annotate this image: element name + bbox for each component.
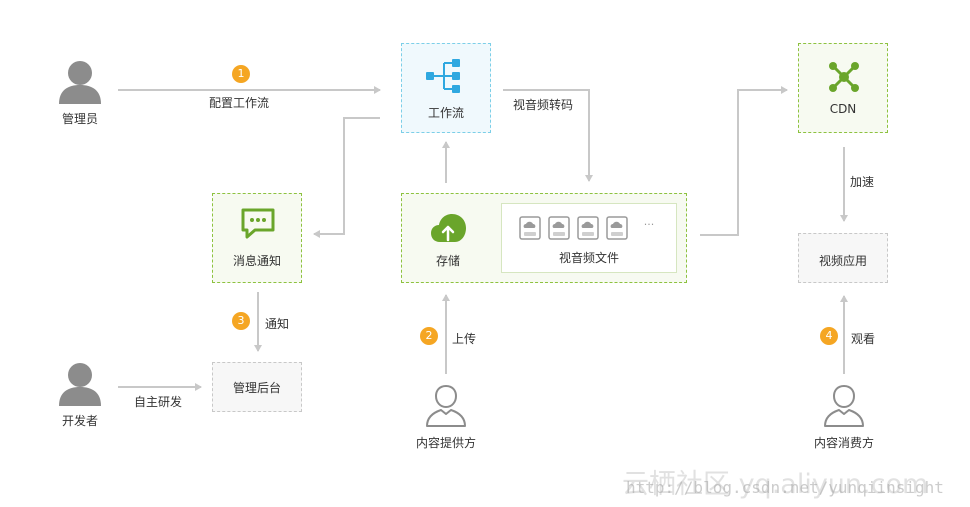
av-files-label: 视音频文件 bbox=[558, 251, 619, 265]
video-app-node[interactable]: 视频应用 bbox=[798, 233, 888, 283]
admin-console-label: 管理后台 bbox=[232, 381, 281, 395]
edge-label-configure-workflow: 配置工作流 bbox=[208, 96, 269, 110]
workflow-node[interactable]: 工作流 bbox=[401, 43, 491, 133]
workflow-label: 工作流 bbox=[427, 106, 464, 120]
video-app-label: 视频应用 bbox=[818, 254, 867, 268]
cloud-upload-icon bbox=[431, 214, 466, 242]
watermark-text: 云栖社区 yq.aliyun.com bbox=[622, 469, 929, 500]
notify-label: 消息通知 bbox=[232, 254, 281, 268]
step-badge-2: 2 bbox=[420, 327, 438, 345]
content-provider-label: 内容提供方 bbox=[415, 436, 476, 450]
step-badge-4: 4 bbox=[820, 327, 838, 345]
admin-person-icon bbox=[59, 61, 101, 104]
watermark-url: http://blog.csdn.net/yunqiinsight bbox=[626, 478, 944, 497]
av-files-panel: ··· 视音频文件 bbox=[501, 203, 677, 273]
content-consumer-person-icon bbox=[824, 384, 864, 427]
file-icon bbox=[577, 216, 599, 240]
file-icon bbox=[548, 216, 570, 240]
step-badge-1: 1 bbox=[232, 65, 250, 83]
arrow-workflow-to-files bbox=[503, 89, 593, 182]
edge-label-transcode: 视音频转码 bbox=[512, 98, 573, 112]
cdn-network-icon bbox=[829, 62, 859, 92]
step-badge-3: 3 bbox=[232, 312, 250, 330]
edge-label-upload: 上传 bbox=[451, 332, 476, 346]
content-consumer-label: 内容消费方 bbox=[813, 436, 874, 450]
arrow-storage-to-cdn bbox=[700, 86, 788, 236]
developer-person-icon bbox=[59, 363, 101, 406]
content-provider-person-icon bbox=[426, 384, 466, 427]
admin-console-node[interactable]: 管理后台 bbox=[212, 362, 302, 412]
cdn-node[interactable]: CDN bbox=[798, 43, 888, 133]
file-icon bbox=[606, 216, 628, 240]
file-icon bbox=[519, 216, 541, 240]
edge-label-self-develop: 自主研发 bbox=[133, 395, 182, 409]
message-icon bbox=[241, 208, 275, 239]
notify-node[interactable]: 消息通知 bbox=[212, 193, 302, 283]
workflow-tree-icon bbox=[426, 59, 460, 93]
storage-label: 存储 bbox=[435, 254, 460, 268]
admin-label: 管理员 bbox=[61, 112, 98, 126]
edge-label-watch: 观看 bbox=[850, 332, 875, 346]
more-files-ellipsis: ··· bbox=[643, 218, 655, 231]
edge-label-notice: 通知 bbox=[264, 317, 289, 331]
edge-label-accelerate: 加速 bbox=[849, 175, 874, 189]
arrow-workflow-to-notify bbox=[313, 117, 380, 238]
cdn-label: CDN bbox=[829, 102, 857, 116]
developer-label: 开发者 bbox=[61, 414, 98, 428]
storage-node[interactable]: 存储 ··· 视音频文件 bbox=[401, 193, 687, 283]
